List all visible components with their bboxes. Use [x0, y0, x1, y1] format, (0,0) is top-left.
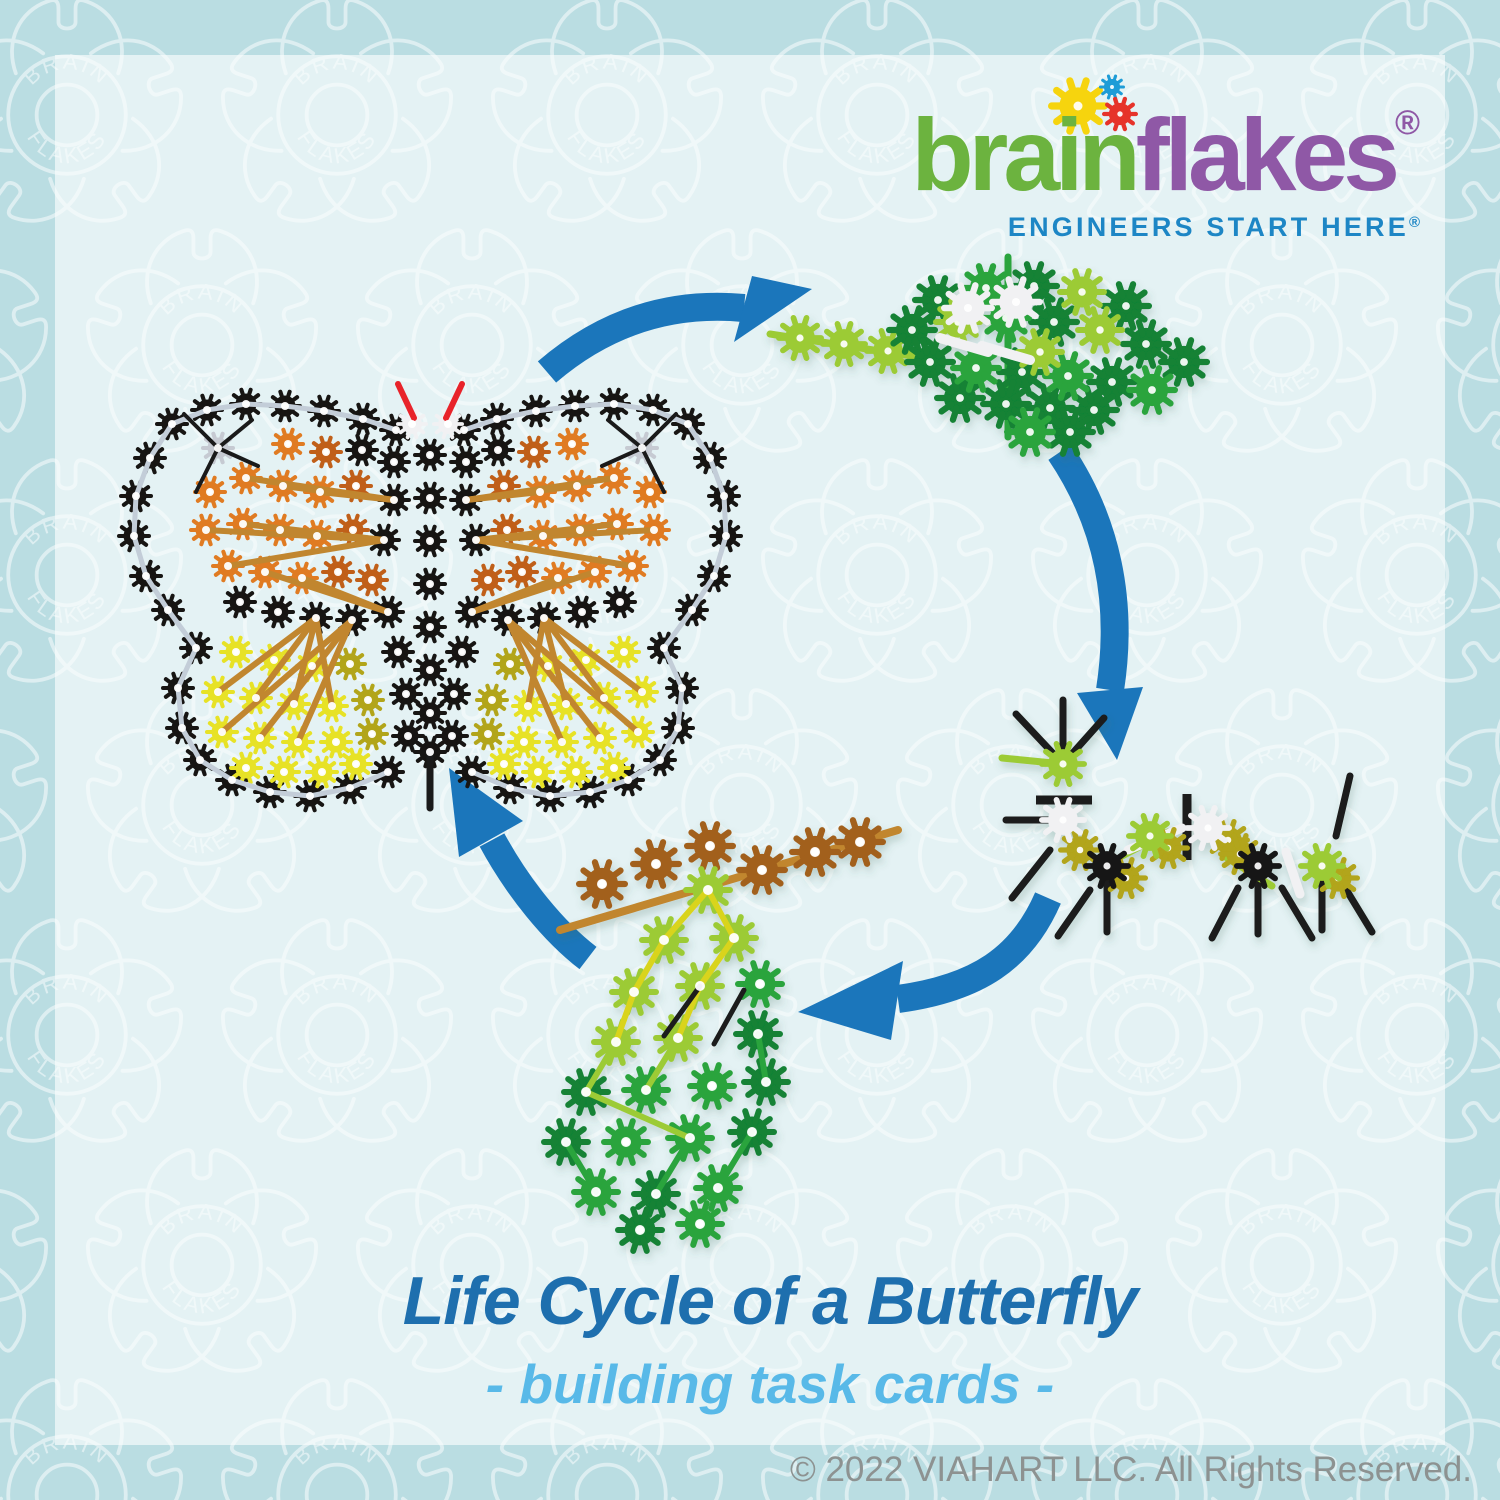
- brand-tagline: ENGINEERS START HERE®: [1007, 212, 1420, 242]
- butterfly-model: [119, 381, 741, 810]
- eggs-on-leaf-model: [766, 253, 1207, 454]
- arrow-egg-to-caterpillar: [1048, 444, 1143, 760]
- copyright-notice: © 2022 VIAHART LLC. All Rights Reserved.: [789, 1450, 1472, 1489]
- brand-word-brain: brain: [911, 98, 1140, 212]
- registered-mark: ®: [1394, 104, 1420, 142]
- arrow-chrysalis-to-butterfly: [449, 768, 597, 970]
- page-subtitle: - building task cards -: [485, 1353, 1055, 1415]
- brand-word-flakes: flakes: [1135, 98, 1400, 212]
- page-title: Life Cycle of a Butterfly: [402, 1263, 1139, 1339]
- caterpillar-model: [998, 696, 1376, 942]
- chrysalis-on-branch-model: [544, 820, 902, 1251]
- tagline-registered-mark: ®: [1408, 214, 1420, 231]
- brand-wordmark: brainflakes®: [911, 104, 1420, 206]
- brand-logo: brainflakes® ENGINEERS START HERE®: [911, 104, 1420, 243]
- arrow-butterfly-to-egg: [537, 276, 812, 383]
- arrow-caterpillar-to-chrysalis: [798, 892, 1061, 1040]
